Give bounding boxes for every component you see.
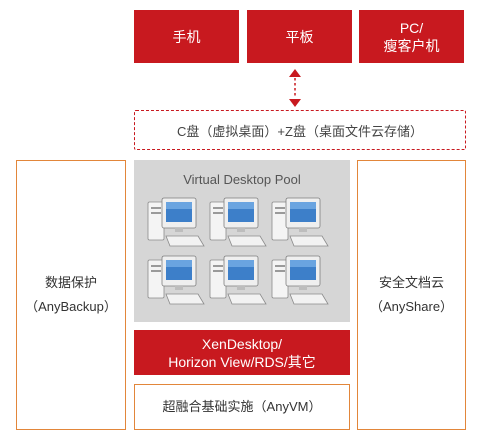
storage-bar: C盘（虚拟桌面）+Z盘（桌面文件云存储） — [134, 110, 466, 150]
desktop-computer-icon — [271, 255, 329, 305]
device-box-phone: 手机 — [134, 10, 239, 63]
panel-title: 安全文档云 — [378, 275, 444, 290]
data-protection-panel: 数据保护 （AnyBackup） — [16, 160, 126, 430]
panel-title: 数据保护 — [44, 275, 97, 290]
desktop-computer-icon — [271, 197, 329, 247]
desktop-computer-icon — [209, 197, 267, 247]
double-arrow-icon — [289, 69, 301, 107]
device-label-line2: 瘦客户机 — [383, 37, 440, 54]
device-box-tablet: 平板 — [247, 10, 352, 63]
device-label: 手机 — [172, 28, 201, 45]
device-label: PC/ — [399, 19, 424, 36]
pool-title: Virtual Desktop Pool — [183, 172, 301, 187]
virtual-desktop-pool: Virtual Desktop Pool — [134, 160, 350, 322]
secure-doc-cloud-panel: 安全文档云 （AnyShare） — [357, 160, 466, 430]
desktop-computer-icon — [147, 255, 205, 305]
device-box-pc-thin-client: PC/ 瘦客户机 — [359, 10, 464, 63]
desktop-computer-icon — [147, 197, 205, 247]
hyperconverged-infra-box: 超融合基础实施（AnyVM） — [134, 384, 350, 430]
hci-label: 超融合基础实施（AnyVM） — [162, 399, 322, 414]
vdi-platform-box: XenDesktop/ Horizon View/RDS/其它 — [134, 330, 350, 375]
desktop-computer-icon — [209, 255, 267, 305]
storage-bar-label: C盘（虚拟桌面）+Z盘（桌面文件云存储） — [177, 123, 423, 139]
computer-grid — [147, 197, 329, 305]
vdi-line2: Horizon View/RDS/其它 — [168, 353, 316, 370]
panel-subtitle: （AnyBackup） — [25, 299, 117, 314]
device-label: 平板 — [285, 28, 314, 45]
panel-subtitle: （AnyShare） — [369, 299, 454, 314]
vdi-line1: XenDesktop/ — [201, 335, 283, 352]
